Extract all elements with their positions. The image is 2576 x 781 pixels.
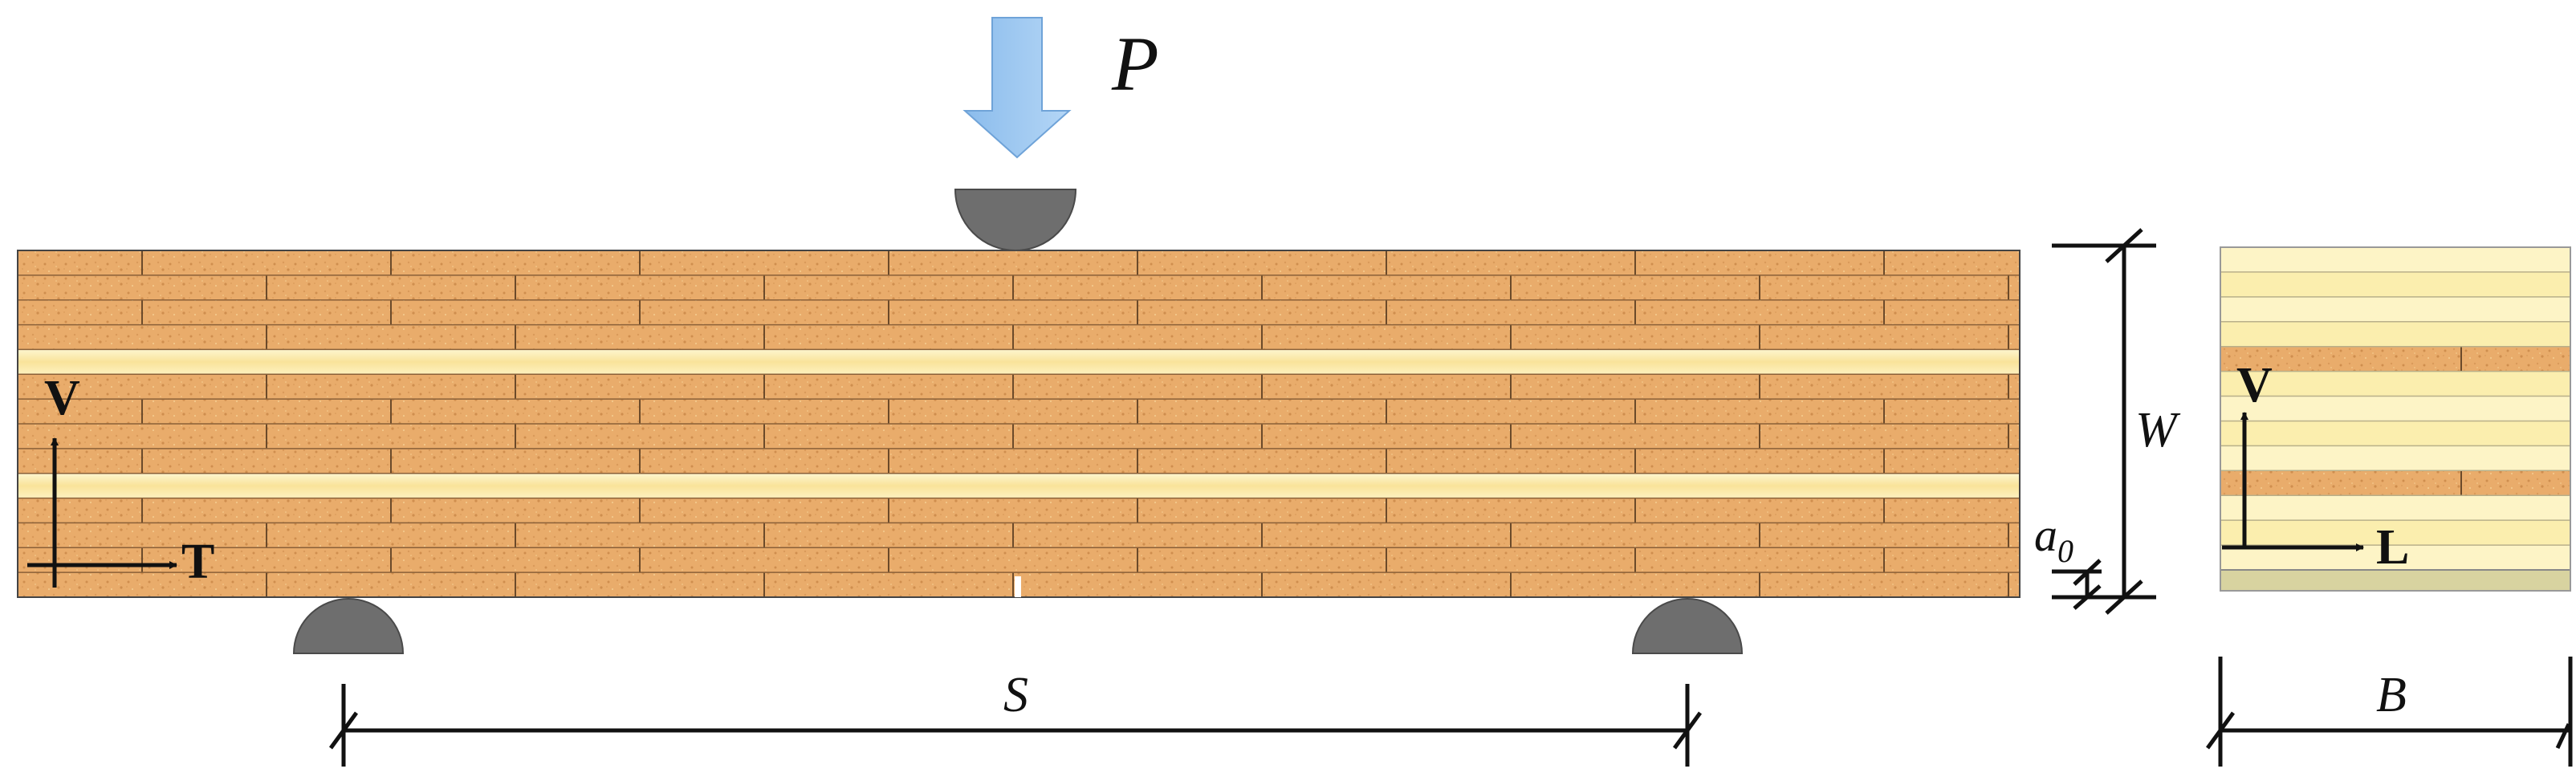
section-veneer-layer [2220, 495, 2570, 521]
section-horizontal-axis-label: L [2376, 520, 2409, 575]
section-veneer-layer [2220, 396, 2570, 421]
wood-layer [18, 324, 2020, 350]
wood-layer [18, 424, 2020, 449]
left-support [292, 598, 405, 654]
veneer-layer [18, 473, 2020, 498]
section-vertical-axis-label: V [2236, 358, 2273, 413]
cross-section [2220, 246, 2571, 592]
depth-label: W [2135, 403, 2181, 458]
section-veneer-layer [2220, 271, 2570, 297]
loading-head [954, 189, 1077, 251]
notch [1015, 576, 1021, 597]
section-axes: V L [2222, 358, 2409, 575]
veneer-layer [18, 349, 2020, 375]
thickness-dimension [2205, 657, 2573, 767]
wood-layer [18, 498, 2020, 523]
wood-layer [18, 250, 2020, 275]
wood-layer [18, 399, 2020, 424]
section-veneer-layer [2220, 421, 2570, 446]
section-wood-layer [2220, 470, 2570, 496]
section-veneer-layer [2220, 520, 2570, 546]
beam-layers [18, 250, 2020, 597]
thickness-label: B [2376, 668, 2407, 722]
load-arrow [962, 17, 1072, 159]
section-veneer-layer [2220, 445, 2570, 471]
section-veneer-layer [2220, 371, 2570, 397]
wood-layer [18, 448, 2020, 474]
beam-axes: V T [27, 371, 214, 589]
beam-specimen [17, 250, 2021, 598]
right-support [1631, 598, 1744, 654]
notch-depth-label: a0 [2034, 509, 2073, 569]
wood-layer [18, 374, 2020, 400]
wood-layer [18, 275, 2020, 300]
wood-layer [18, 523, 2020, 548]
span-dimension [328, 684, 1703, 767]
beam-vertical-axis-label: V [44, 371, 80, 425]
cross-section-border [2220, 246, 2571, 592]
cross-section-bottom-strip [2220, 569, 2571, 592]
section-veneer-layer [2220, 296, 2570, 322]
cross-section-layers [2220, 246, 2570, 570]
beam-horizontal-axis-label: T [181, 535, 214, 589]
section-wood-layer [2220, 346, 2570, 372]
depth-dimension [2052, 228, 2156, 615]
wood-layer [18, 547, 2020, 573]
wood-layer [18, 299, 2020, 325]
load-label: P [1111, 21, 1159, 107]
span-label: S [1003, 668, 1028, 722]
section-veneer-layer [2220, 321, 2570, 347]
section-veneer-layer [2220, 247, 2570, 272]
